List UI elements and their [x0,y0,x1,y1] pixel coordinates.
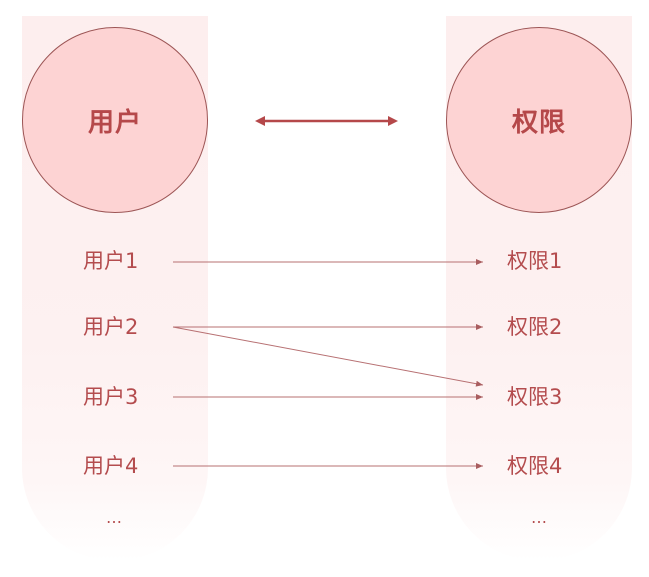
user-label-4: 用户4 [83,454,139,478]
user-label-2: 用户2 [83,315,139,339]
permission-label-4: 权限4 [507,454,563,478]
permission-label-1: 权限1 [507,249,563,273]
user-label-1: 用户1 [83,249,139,273]
permission-label-3: 权限3 [507,385,563,409]
users-ellipsis: … [106,508,123,527]
permissions-entity-circle: 权限 [446,27,632,213]
permissions-ellipsis: … [531,508,548,527]
user-label-3: 用户3 [83,385,139,409]
users-entity-circle: 用户 [22,27,208,213]
users-entity-title: 用户 [87,107,142,138]
mapping-user2-permission3 [172,326,484,387]
permissions-entity-title: 权限 [511,107,566,138]
permission-label-2: 权限2 [507,315,563,339]
